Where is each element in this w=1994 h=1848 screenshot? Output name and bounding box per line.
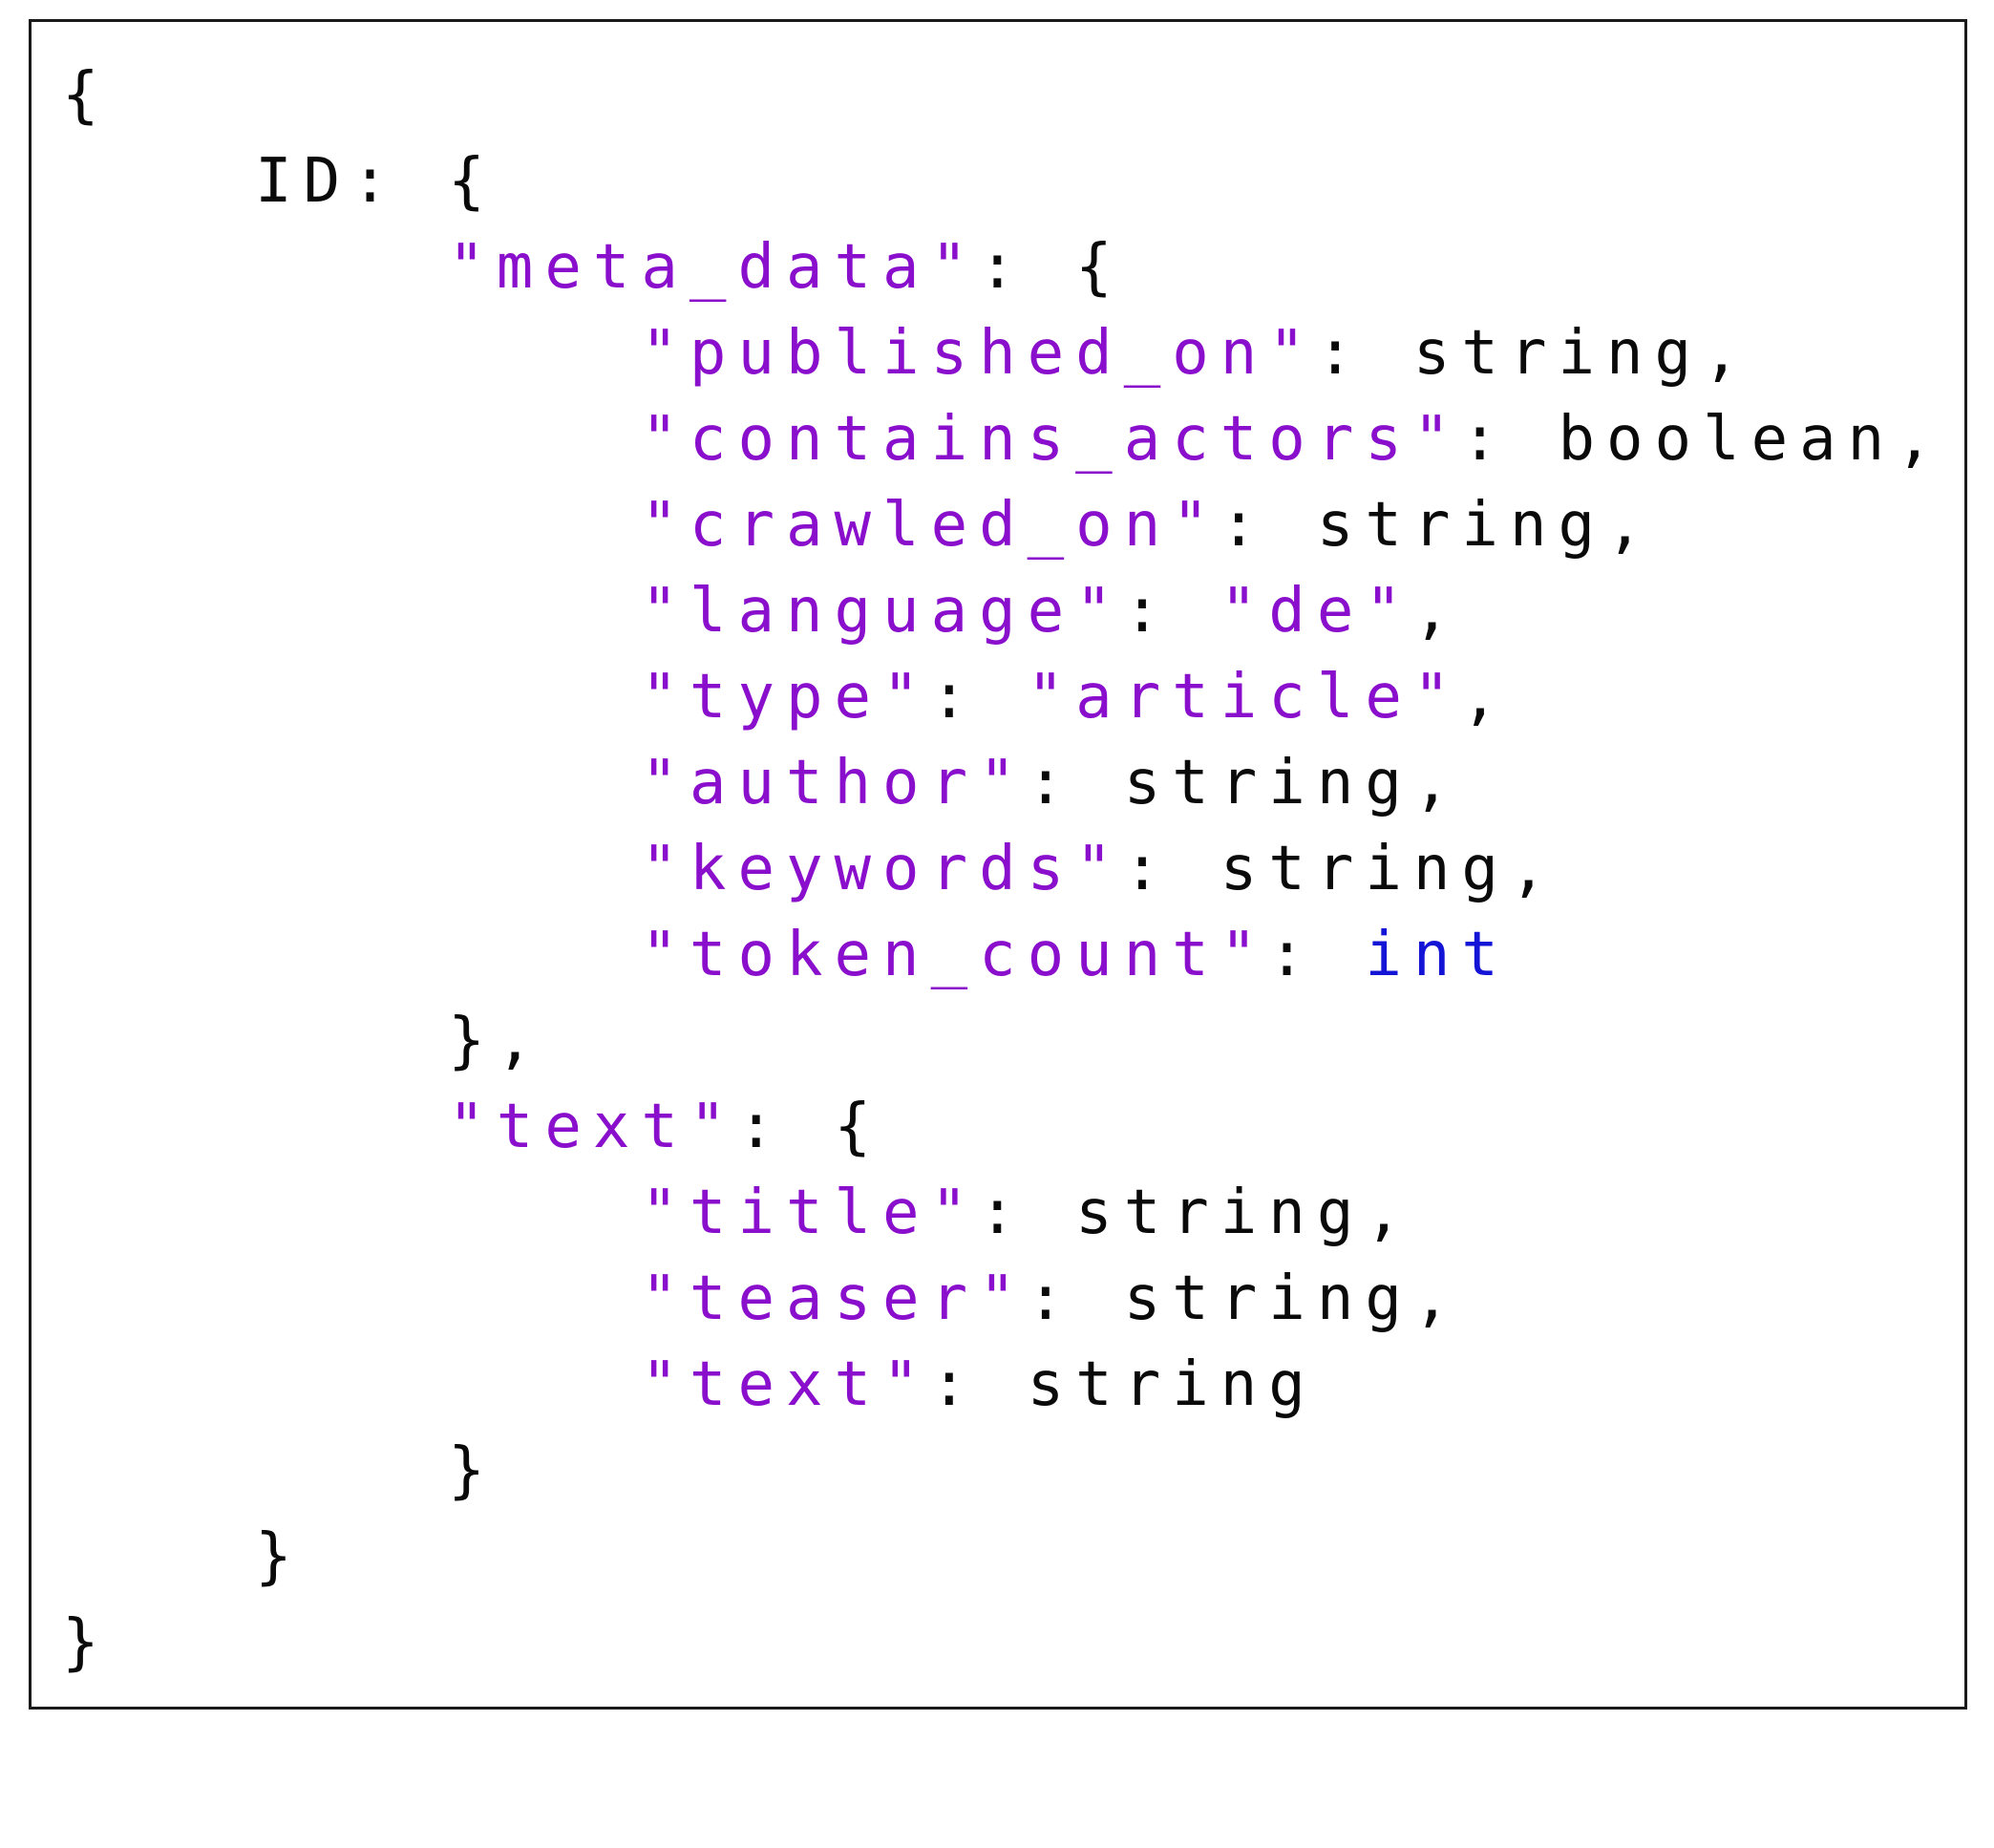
code-text: : string, <box>979 1178 1413 1248</box>
code-line: } <box>62 1428 1944 1514</box>
code-text: : boolean, <box>1461 404 1944 475</box>
code-text <box>62 748 641 818</box>
json-key: "published_on" <box>641 318 1317 389</box>
code-text <box>62 1178 641 1248</box>
code-text: : string, <box>1027 748 1462 818</box>
code-text <box>62 834 641 904</box>
code-line: } <box>62 1514 1944 1600</box>
json-key: "meta_data" <box>448 232 980 303</box>
json-key: "keywords" <box>641 834 1124 904</box>
code-text: } <box>62 1435 497 1506</box>
json-key: "text" <box>641 1349 931 1420</box>
string-literal: "de" <box>1220 576 1413 647</box>
code-line: "published_on": string, <box>62 310 1944 396</box>
code-text: }, <box>62 1006 545 1076</box>
code-line: "keywords": string, <box>62 826 1944 912</box>
code-text: : { <box>979 232 1124 303</box>
code-line: } <box>62 1600 1944 1686</box>
json-key: "token_count" <box>641 920 1269 990</box>
json-key: "language" <box>641 576 1124 647</box>
code-text <box>62 1349 641 1420</box>
code-line: "meta_data": { <box>62 224 1944 310</box>
code-line: ID: { <box>62 138 1944 224</box>
code-text: : string, <box>1123 834 1559 904</box>
code-text: { <box>62 60 111 131</box>
json-key: "type" <box>641 662 931 733</box>
code-text <box>62 576 641 647</box>
code-text: : <box>1123 576 1220 647</box>
code-text: , <box>1461 662 1510 733</box>
json-key: "title" <box>641 1178 980 1248</box>
code-text: : string, <box>1027 1264 1462 1334</box>
code-text <box>62 490 641 561</box>
json-key: "contains_actors" <box>641 404 1462 475</box>
code-text: : <box>930 662 1028 733</box>
code-line: "text": string <box>62 1342 1944 1428</box>
code-line: "language": "de", <box>62 568 1944 654</box>
code-text: ID: { <box>62 146 497 217</box>
code-line: "contains_actors": boolean, <box>62 396 1944 482</box>
code-text: : <box>1268 920 1366 990</box>
code-line: "text": { <box>62 1084 1944 1170</box>
code-text <box>62 920 641 990</box>
code-text <box>62 662 641 733</box>
code-text: : string, <box>1220 490 1655 561</box>
json-key: "author" <box>641 748 1028 818</box>
json-key: "text" <box>448 1092 738 1162</box>
json-key: "crawled_on" <box>641 490 1220 561</box>
code-line: "token_count": int <box>62 912 1944 998</box>
code-text: : string, <box>1316 318 1751 389</box>
code-text: , <box>1412 576 1462 647</box>
code-line: "author": string, <box>62 740 1944 826</box>
code-block-frame: { ID: { "meta_data": { "published_on": s… <box>29 19 1967 1710</box>
code-line: }, <box>62 998 1944 1084</box>
code-line: "title": string, <box>62 1170 1944 1256</box>
code-text: } <box>62 1607 111 1678</box>
json-key: "teaser" <box>641 1264 1028 1334</box>
code-line: { <box>62 53 1944 138</box>
code-line: "teaser": string, <box>62 1256 1944 1342</box>
code-line: "type": "article", <box>62 654 1944 740</box>
code-text <box>62 232 448 303</box>
code-text: : string <box>930 1349 1317 1420</box>
code-text <box>62 318 641 389</box>
code-text: } <box>62 1521 304 1592</box>
type-keyword: int <box>1365 920 1510 990</box>
string-literal: "article" <box>1027 662 1462 733</box>
code-text: : { <box>737 1092 883 1162</box>
code-text <box>62 1264 641 1334</box>
code-text <box>62 1092 448 1162</box>
json-schema-code: { ID: { "meta_data": { "published_on": s… <box>62 53 1944 1686</box>
code-line: "crawled_on": string, <box>62 482 1944 568</box>
code-text <box>62 404 641 475</box>
